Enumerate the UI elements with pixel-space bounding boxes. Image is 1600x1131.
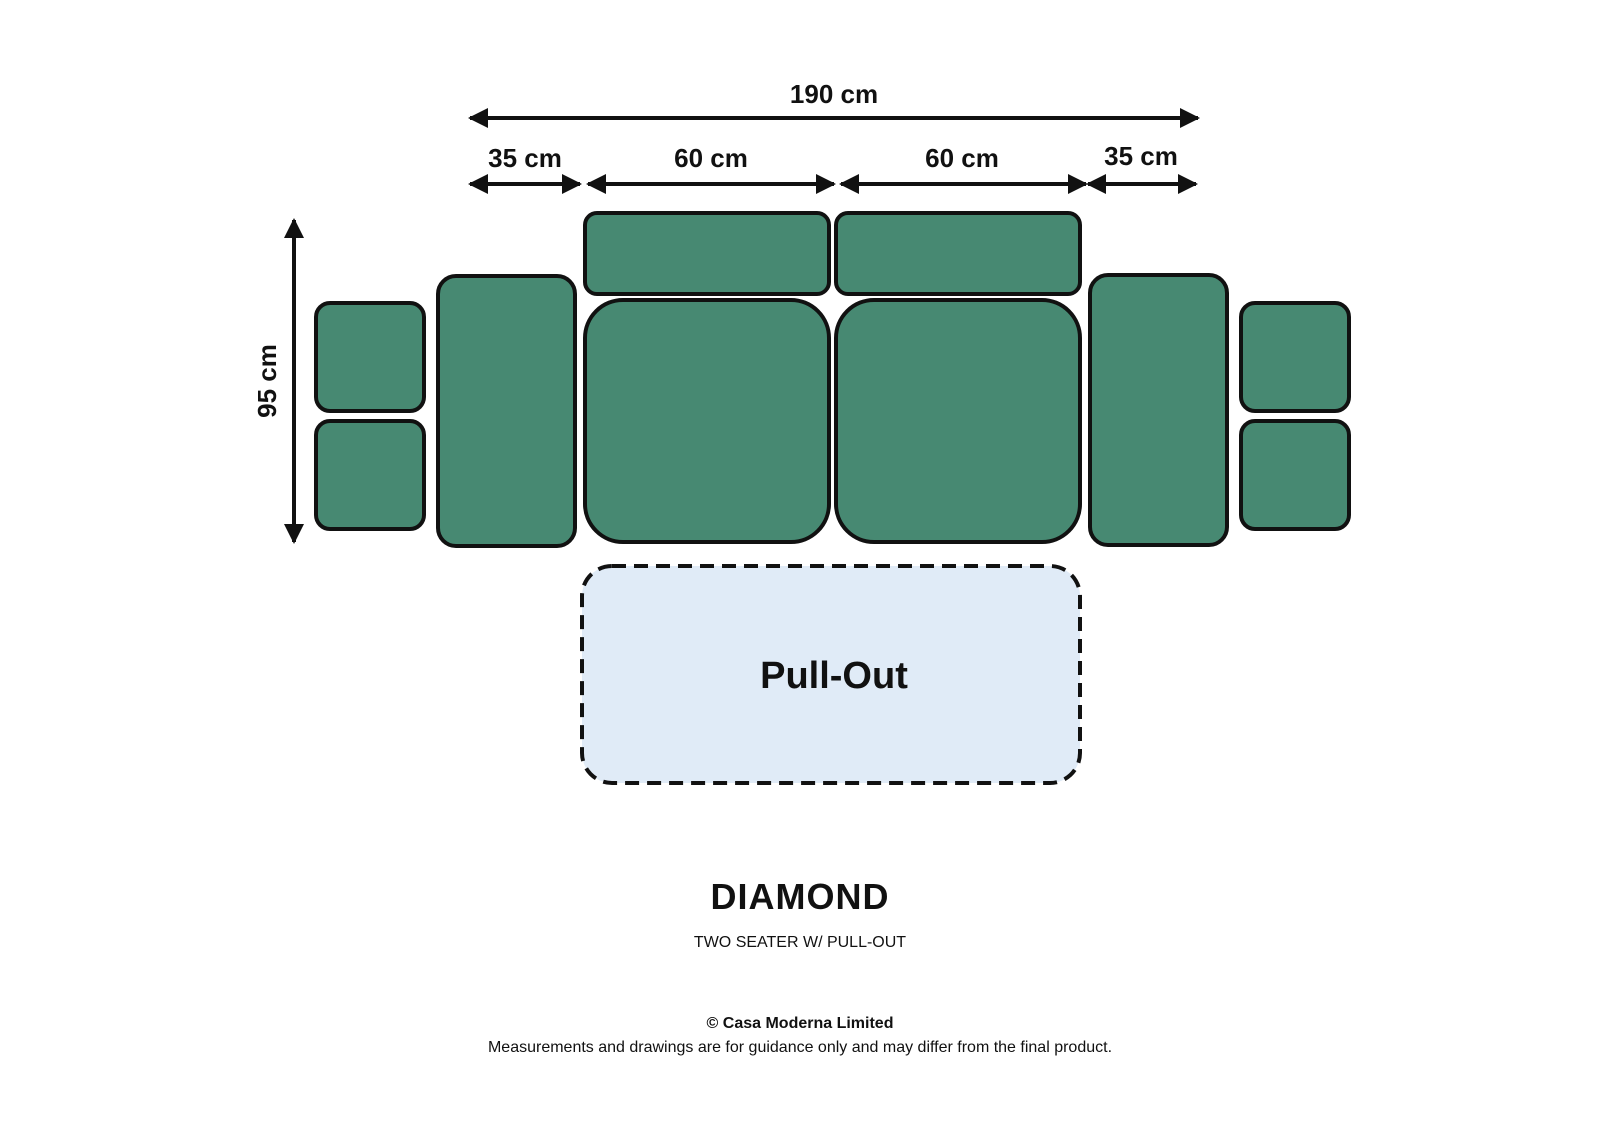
left-side-cushion-bottom xyxy=(314,419,426,531)
left-arm xyxy=(436,274,577,548)
back-cushion-left xyxy=(583,211,831,296)
dimension-label-depth: 95 cm xyxy=(252,344,282,418)
disclaimer-text: Measurements and drawings are for guidan… xyxy=(487,1039,1113,1056)
product-subtitle: TWO SEATER W/ PULL-OUT xyxy=(693,934,907,951)
dimension-label-seat-right: 60 cm xyxy=(925,143,999,173)
copyright-notice: © Casa Moderna Limited xyxy=(706,1015,894,1032)
dimension-label-arm-left: 35 cm xyxy=(488,143,562,173)
dimension-label-seat-left: 60 cm xyxy=(674,143,748,173)
pull-out-area xyxy=(580,564,1082,785)
pull-out-label: Pull-Out xyxy=(760,655,908,697)
product-title: DIAMOND xyxy=(710,876,890,917)
back-cushion-right xyxy=(834,211,1082,296)
left-side-cushion-top xyxy=(314,301,426,413)
seat-cushion-left xyxy=(583,298,831,544)
dimension-label-total-width: 190 cm xyxy=(790,79,878,109)
right-side-cushion-top xyxy=(1239,301,1351,413)
right-side-cushion-bottom xyxy=(1239,419,1351,531)
right-arm xyxy=(1088,273,1229,547)
dimension-label-arm-right: 35 cm xyxy=(1104,141,1178,171)
seat-cushion-right xyxy=(834,298,1082,544)
